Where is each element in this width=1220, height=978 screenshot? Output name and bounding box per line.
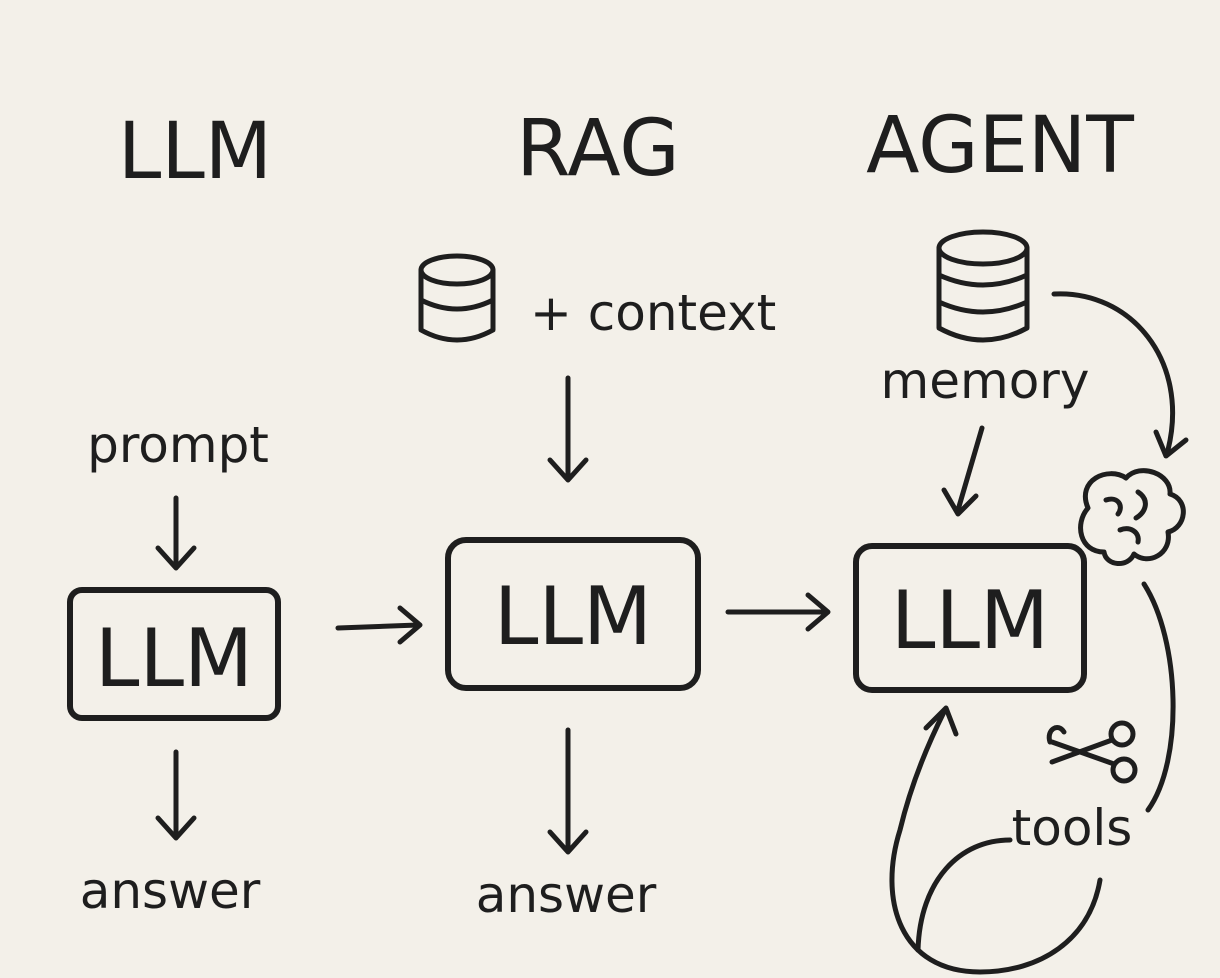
rag-database-icon: [418, 253, 496, 343]
heading-rag: RAG: [516, 104, 679, 194]
rag-answer-arrow: [547, 727, 589, 855]
memory-to-brain-arrow: [1051, 291, 1189, 459]
llm-answer-label: answer: [80, 862, 261, 920]
rag-box-label: LLM: [494, 570, 652, 663]
agent-llm-box: [853, 543, 1087, 693]
heading-llm: LLM: [118, 107, 272, 197]
scissors-icon: [1046, 720, 1138, 784]
rag-context-label: + context: [530, 284, 776, 342]
tools-label: tools: [1012, 799, 1133, 857]
context-arrow: [547, 375, 589, 483]
memory-label: memory: [881, 352, 1090, 410]
brain-icon: [1078, 468, 1186, 566]
prompt-arrow: [155, 495, 197, 571]
rag-to-agent-arrow: [725, 592, 831, 632]
tools-loop-arrow: [889, 705, 1103, 975]
agent-box-label: LLM: [891, 574, 1049, 667]
memory-to-llm-arrow: [941, 425, 985, 517]
llm-box: [67, 587, 281, 721]
rag-llm-box: [445, 537, 701, 691]
brain-to-tools-curve: [1141, 581, 1176, 813]
llm-answer-arrow: [155, 749, 197, 841]
llm-box-label: LLM: [95, 612, 253, 705]
agent-database-icon: [936, 229, 1030, 343]
prompt-label: prompt: [87, 416, 269, 474]
rag-answer-label: answer: [476, 866, 657, 924]
heading-agent: AGENT: [866, 101, 1134, 191]
llm-to-rag-arrow: [335, 605, 423, 645]
